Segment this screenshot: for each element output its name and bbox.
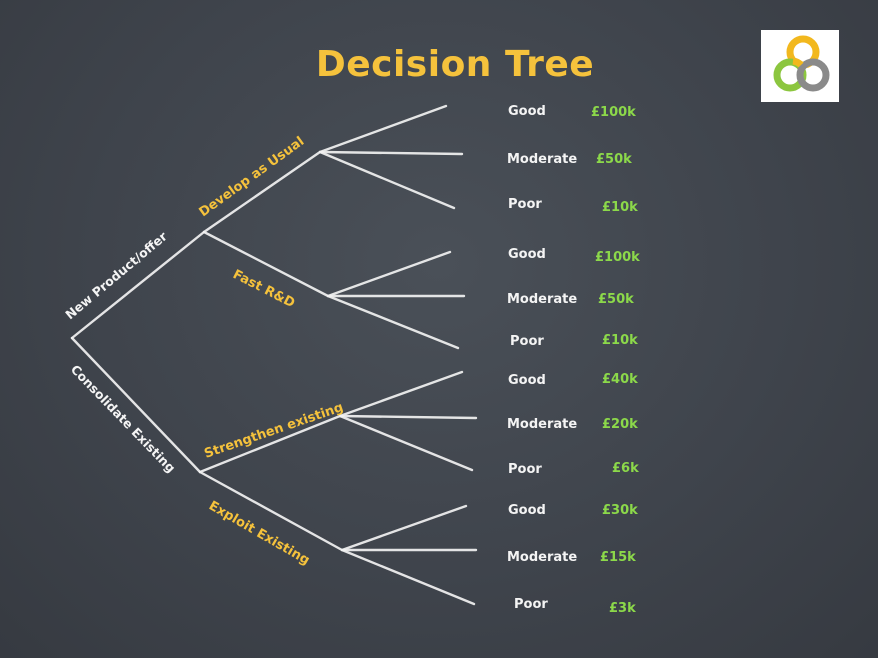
- outcome-label: Moderate: [507, 417, 577, 432]
- branch-line: [340, 504, 468, 552]
- branch-line: [198, 470, 344, 552]
- slide-title: Decision Tree: [315, 44, 595, 85]
- branch-line: [338, 370, 464, 418]
- company-logo: [761, 30, 839, 102]
- branch-label-consolidate-existing: Consolidate Existing: [68, 362, 179, 476]
- branch-label-new-product: New Product/offer: [62, 228, 170, 322]
- outcome-value: £10k: [602, 200, 638, 215]
- outcome-label: Poor: [510, 334, 544, 349]
- branch-line: [326, 250, 452, 298]
- outcome-value: £100k: [595, 250, 640, 265]
- outcome-value: £15k: [600, 550, 636, 565]
- branch-line: [318, 150, 464, 156]
- branch-label-develop-as-usual: Develop as Usual: [197, 134, 308, 220]
- outcome-value: £30k: [602, 503, 638, 518]
- outcome-label: Moderate: [507, 292, 577, 307]
- branch-line: [198, 414, 342, 474]
- outcome-label: Good: [508, 104, 546, 119]
- branch-line: [70, 230, 206, 340]
- outcome-value: £100k: [591, 105, 636, 120]
- outcome-label: Moderate: [507, 152, 577, 167]
- branch-line: [202, 150, 322, 234]
- linked-rings-logo-icon: [773, 35, 830, 92]
- outcome-value: £3k: [609, 601, 636, 616]
- branch-label-exploit-existing: Exploit Existing: [206, 498, 312, 568]
- outcome-label: Poor: [508, 462, 542, 477]
- branch-line: [340, 548, 476, 606]
- outcome-label: Good: [508, 503, 546, 518]
- branch-line: [318, 104, 448, 154]
- outcome-label: Good: [508, 373, 546, 388]
- branch-line: [338, 414, 478, 420]
- branch-label-strengthen-existing: Strengthen existing: [202, 400, 345, 462]
- outcome-label: Poor: [514, 597, 548, 612]
- outcome-value: £10k: [602, 333, 638, 348]
- outcome-value: £50k: [598, 292, 634, 307]
- branch-line: [318, 150, 456, 210]
- outcome-label: Poor: [508, 197, 542, 212]
- branch-line: [326, 294, 460, 350]
- branch-line: [70, 336, 202, 474]
- outcome-label: Good: [508, 247, 546, 262]
- outcome-value: £20k: [602, 417, 638, 432]
- outcome-label: Moderate: [507, 550, 577, 565]
- outcome-value: £50k: [596, 152, 632, 167]
- outcome-value: £6k: [612, 461, 639, 476]
- outcome-value: £40k: [602, 372, 638, 387]
- branch-line: [338, 414, 474, 472]
- branch-line: [202, 230, 330, 298]
